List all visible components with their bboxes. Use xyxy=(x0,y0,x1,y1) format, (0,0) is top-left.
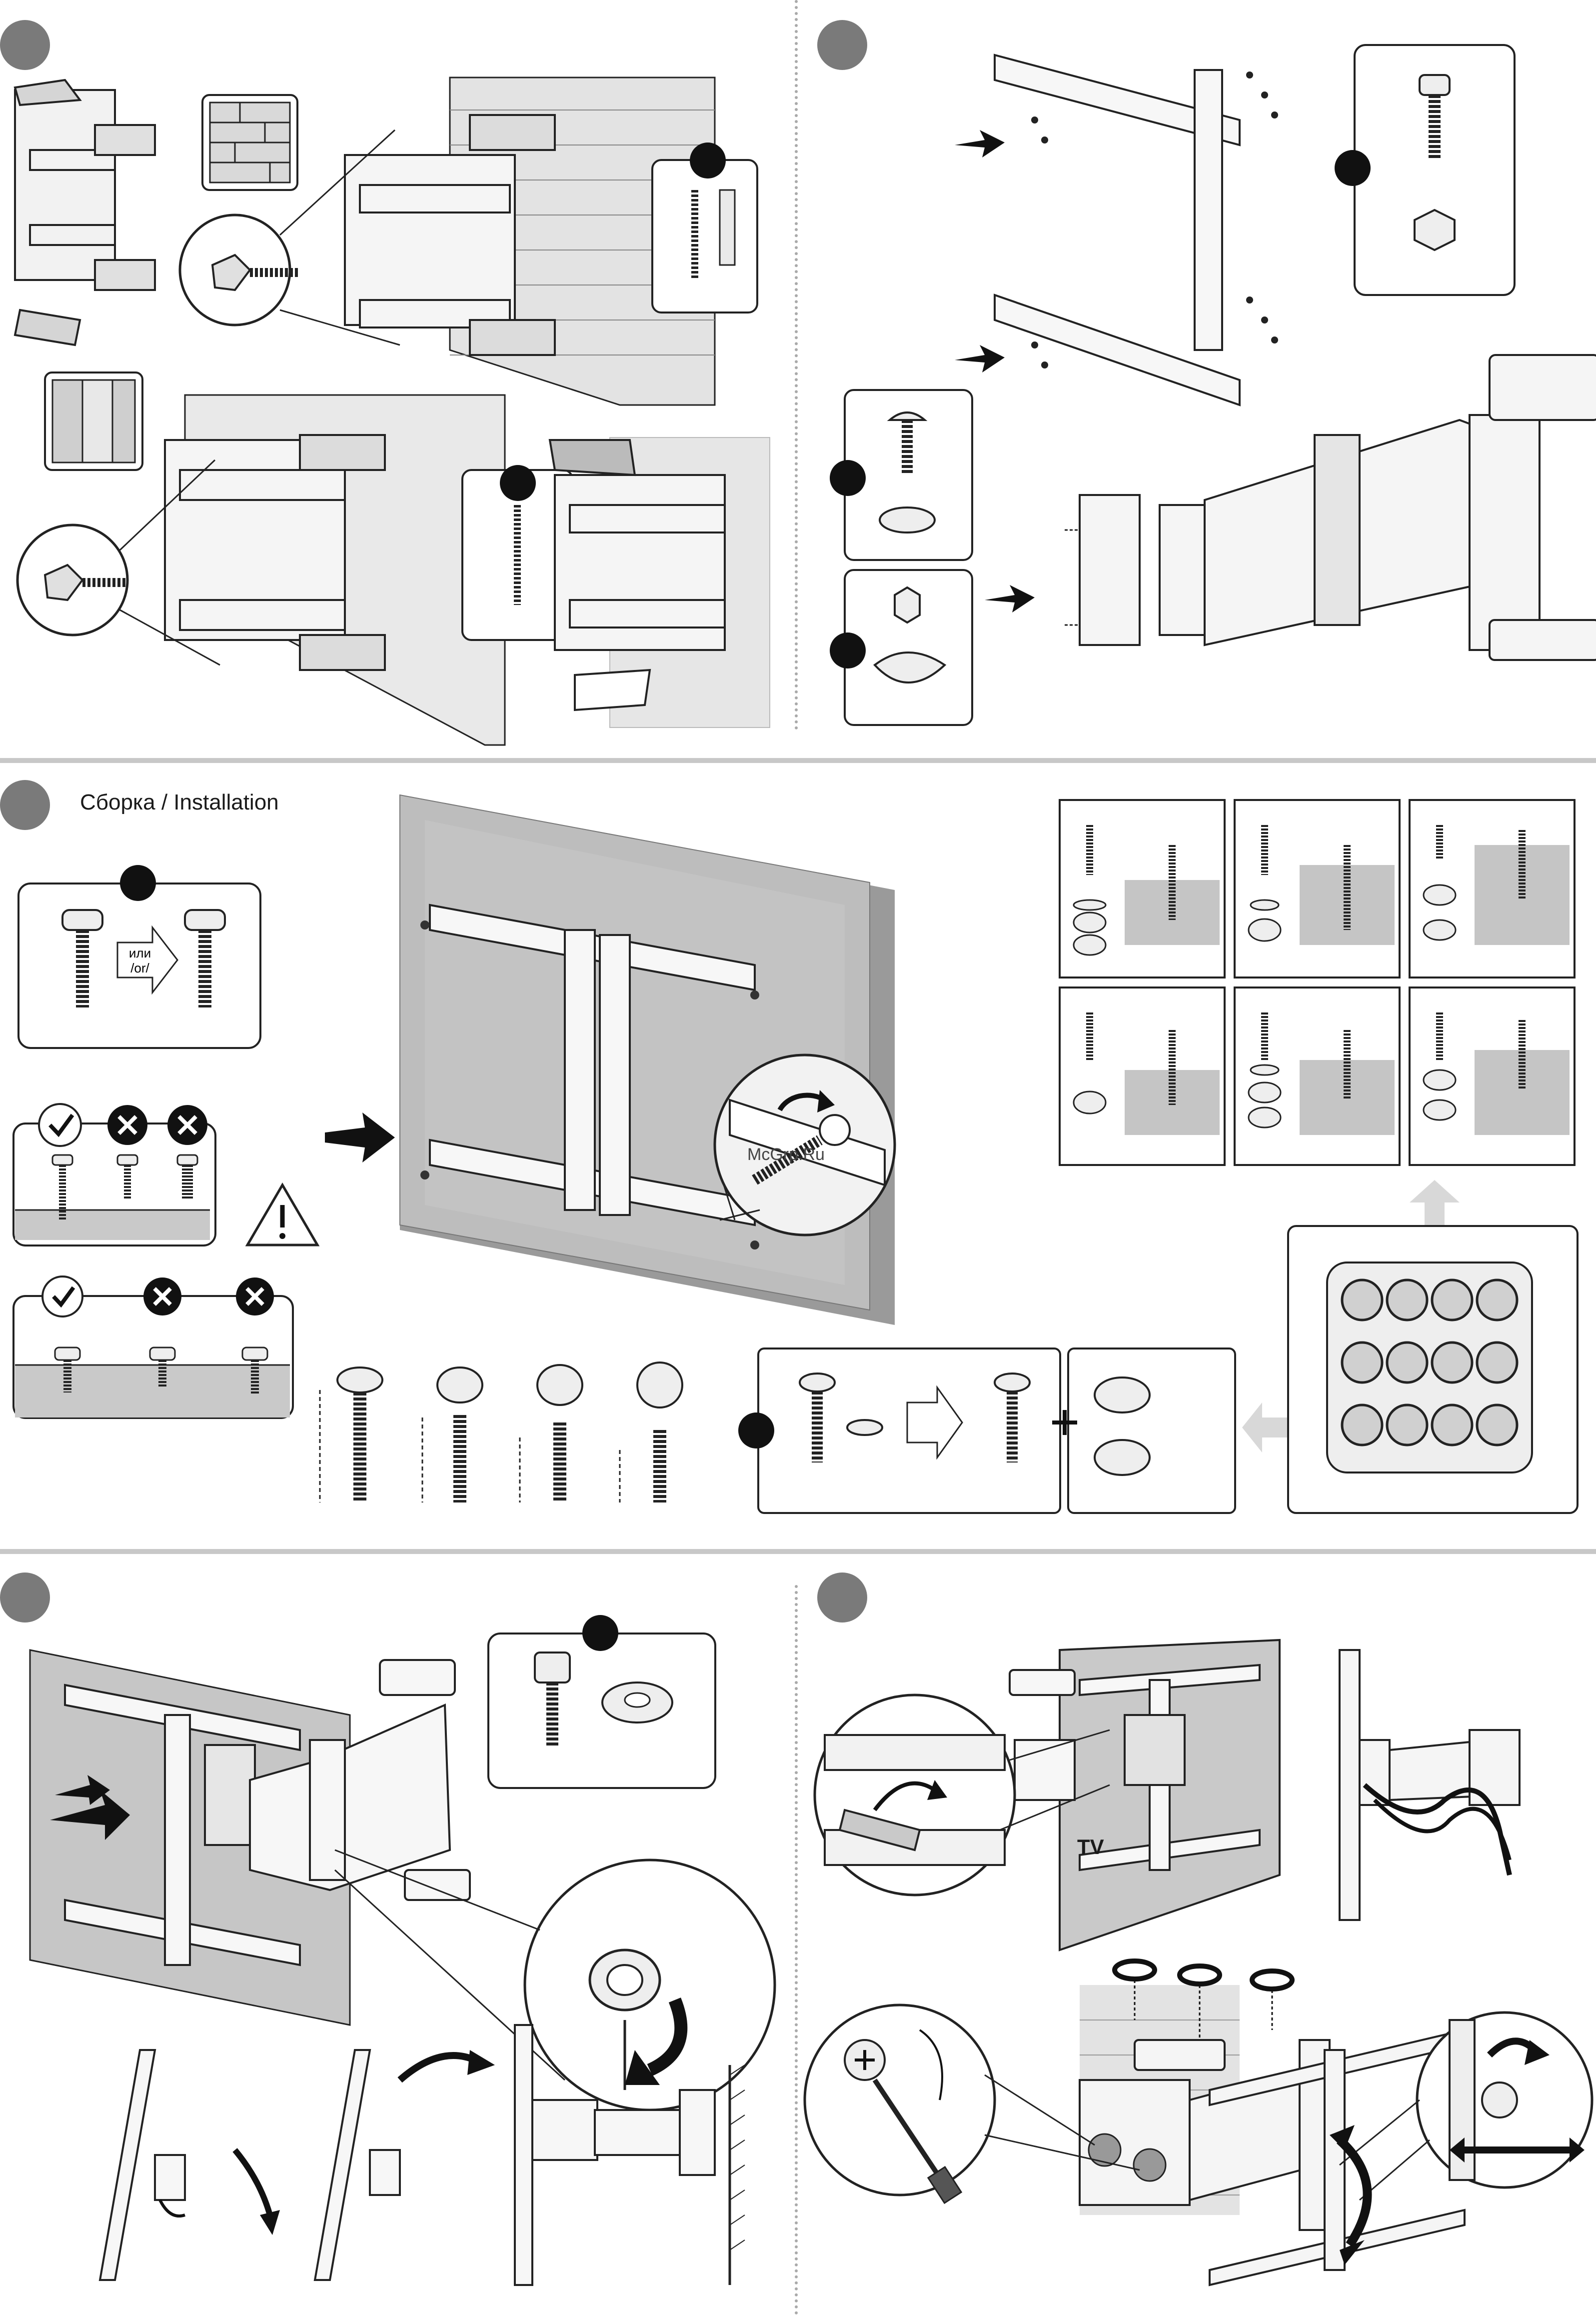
number-badge-2c xyxy=(830,632,866,668)
or-label-line2: /or/ xyxy=(130,960,149,976)
rotate-icon xyxy=(1115,1961,1292,1989)
screw-length-choice-illustration: или /or/ xyxy=(17,882,257,1045)
or-label-line1: или xyxy=(129,946,151,960)
screw-washer-illustration xyxy=(757,1348,1237,1510)
number-badge-1a xyxy=(690,142,726,178)
tv-back-with-plate xyxy=(395,790,925,1330)
tv-label: TV xyxy=(1077,1835,1104,1859)
column-separator-top xyxy=(795,0,798,730)
number-badge-2a xyxy=(1335,150,1371,186)
arrow-icon xyxy=(325,1112,395,1162)
hex-bolt-washer-illustration xyxy=(487,1632,712,1785)
section-title: Сборка / Installation xyxy=(80,790,279,815)
spacer-kit-tray xyxy=(1325,1260,1535,1475)
spacer-check-illustration xyxy=(12,1272,292,1422)
check-icon xyxy=(39,1104,81,1146)
column-separator-bottom xyxy=(795,1585,798,2315)
number-badge-1b xyxy=(500,465,536,501)
washer-combination-grid xyxy=(1060,800,1580,1170)
step-badge-3 xyxy=(0,780,50,830)
watermark: McGrp.Ru xyxy=(747,1145,825,1164)
section-separator-top xyxy=(0,758,1596,763)
number-badge-2b xyxy=(830,460,866,496)
wall-mount-illustration xyxy=(0,0,790,750)
cable-adjust-illustration xyxy=(800,1550,1595,2310)
screw-depth-comparison xyxy=(310,1350,730,1515)
arrow-icon xyxy=(1410,1180,1460,1230)
arrow-icon xyxy=(1242,1402,1287,1452)
plate-assembly-illustration xyxy=(800,0,1595,750)
check-icon xyxy=(42,1276,82,1316)
screw-length-check-illustration xyxy=(12,1100,312,1250)
